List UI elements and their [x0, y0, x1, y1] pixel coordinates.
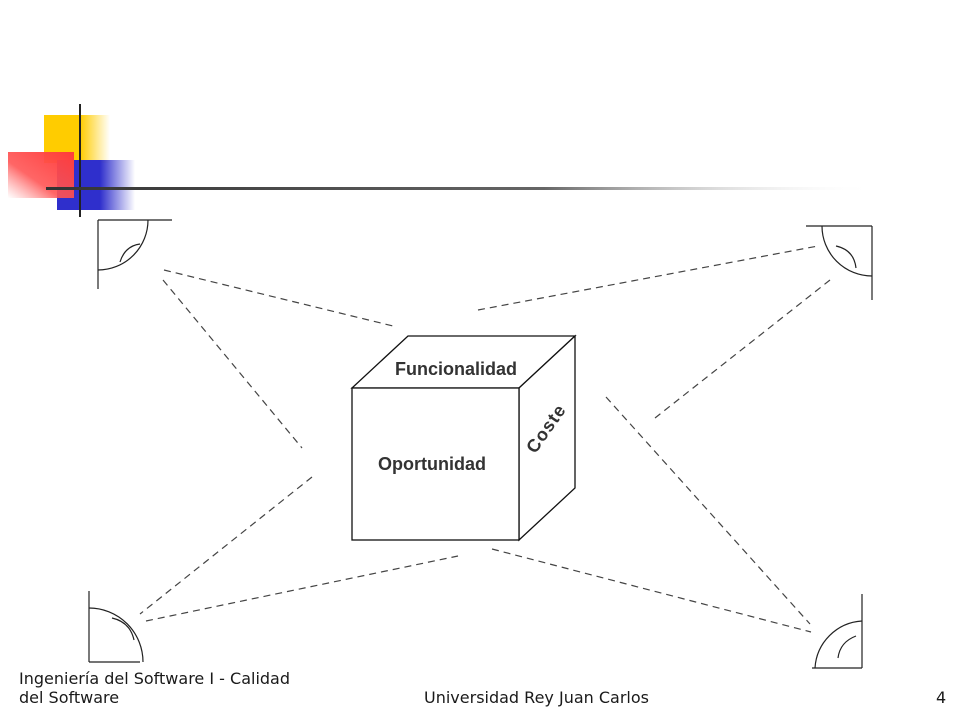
- connector-tr-diagonal: [654, 279, 831, 419]
- connector-br-horizontal: [491, 548, 812, 633]
- protractor-icon: [806, 225, 873, 300]
- cube-front-face: [351, 387, 520, 541]
- footer-page-number: 4: [936, 688, 947, 707]
- connector-bl-diagonal: [139, 476, 313, 615]
- title-horizontal-line: [46, 187, 876, 190]
- footer-course: Ingeniería del Software I - Calidad del …: [19, 669, 290, 707]
- cube-front-label: Oportunidad: [378, 454, 486, 474]
- dashed-connectors: [139, 245, 831, 633]
- protractor-icon: [97, 219, 172, 289]
- connector-bl-horizontal: [145, 555, 459, 622]
- connector-br-diagonal: [605, 396, 811, 625]
- protractor-icon: [88, 591, 144, 663]
- connector-tl-horizontal: [163, 269, 394, 327]
- protractor-icon: [812, 594, 863, 669]
- connector-tr-horizontal: [477, 245, 819, 311]
- connector-tl-vertical: [162, 279, 303, 449]
- footer-university: Universidad Rey Juan Carlos: [424, 688, 649, 707]
- title-ornament: [8, 104, 876, 217]
- red-square: [8, 152, 74, 198]
- cube-top-label: Funcionalidad: [395, 359, 517, 379]
- cube: [350, 334, 577, 542]
